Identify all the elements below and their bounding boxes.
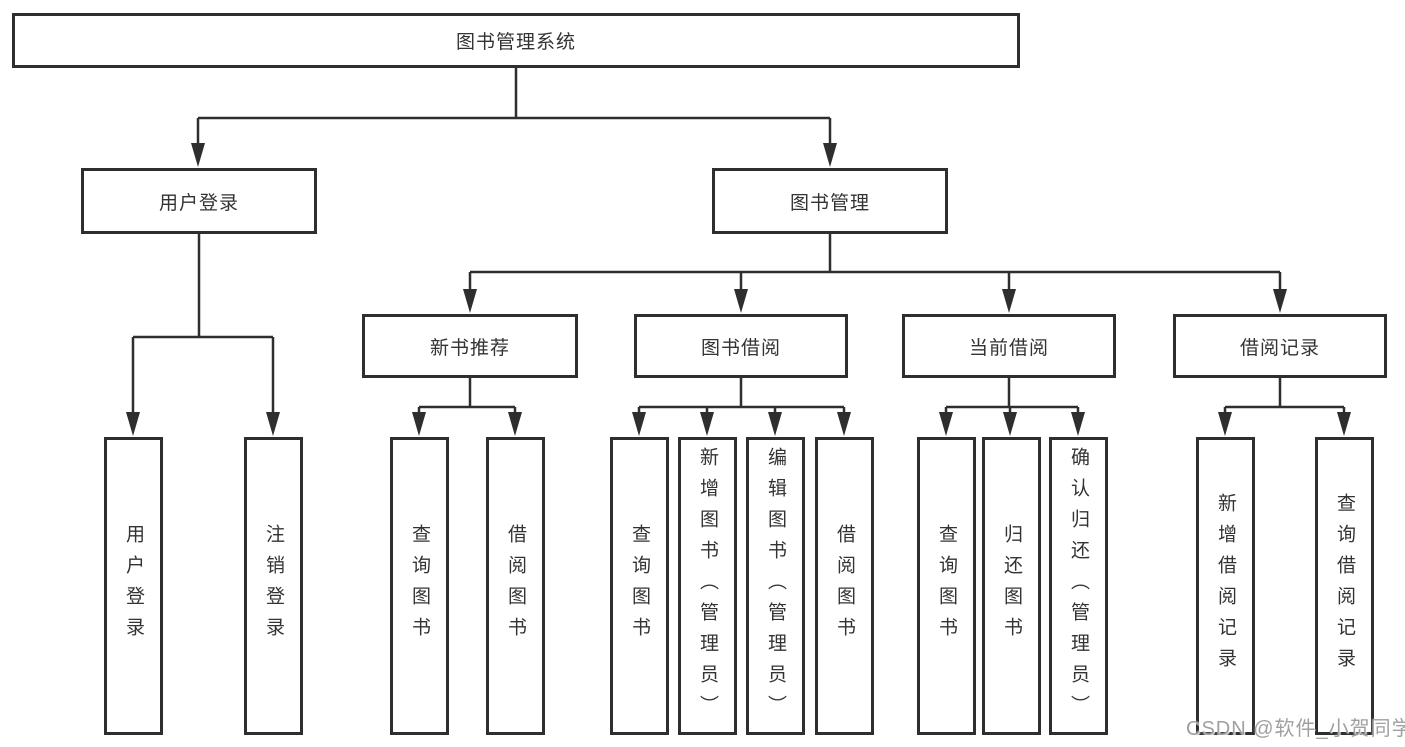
node-label: 图书借阅 [700, 337, 781, 359]
leaf-label: 编辑图书（管理员） [765, 446, 786, 726]
leaf-logout: 注销登录 [244, 437, 303, 735]
node-label: 用户登录 [158, 192, 239, 214]
node-user-login: 用户登录 [81, 168, 317, 234]
leaf-label: 新增图书（管理员） [697, 446, 718, 726]
leaf-label: 查询图书 [409, 524, 430, 648]
leaf-query-books-borrowing: 查询图书 [610, 437, 669, 735]
leaf-borrow-books: 借阅图书 [815, 437, 874, 735]
leaf-label: 新增借阅记录 [1215, 493, 1236, 679]
leaf-add-books-admin: 新增图书（管理员） [678, 437, 737, 735]
leaf-query-borrow-record: 查询借阅记录 [1315, 437, 1374, 735]
node-borrow-records: 借阅记录 [1173, 314, 1387, 378]
leaf-label: 注销登录 [263, 524, 284, 648]
node-book-borrowing: 图书借阅 [634, 314, 848, 378]
leaf-confirm-return-admin: 确认归还（管理员） [1049, 437, 1108, 735]
node-label: 当前借阅 [968, 337, 1049, 359]
node-label: 图书管理 [789, 192, 870, 214]
leaf-query-books-recommend: 查询图书 [390, 437, 449, 735]
leaf-return-books: 归还图书 [982, 437, 1041, 735]
leaf-label: 查询图书 [936, 524, 957, 648]
leaf-label: 查询借阅记录 [1334, 493, 1355, 679]
node-current-borrowing: 当前借阅 [902, 314, 1116, 378]
leaf-user-login: 用户登录 [104, 437, 163, 735]
watermark: CSDN @软件_小贺同学 [1186, 718, 1405, 740]
leaf-query-books-current: 查询图书 [917, 437, 976, 735]
node-new-book-recommend: 新书推荐 [362, 314, 578, 378]
leaf-label: 查询图书 [629, 524, 650, 648]
leaf-label: 借阅图书 [505, 524, 526, 648]
node-label: 借阅记录 [1239, 337, 1320, 359]
leaf-edit-books-admin: 编辑图书（管理员） [746, 437, 805, 735]
leaf-borrow-books-recommend: 借阅图书 [486, 437, 545, 735]
leaf-label: 用户登录 [123, 524, 144, 648]
leaf-label: 确认归还（管理员） [1068, 446, 1089, 726]
leaf-label: 借阅图书 [834, 524, 855, 648]
leaf-label: 归还图书 [1001, 524, 1022, 648]
node-label: 图书管理系统 [455, 32, 576, 53]
node-library-system: 图书管理系统 [12, 13, 1020, 68]
node-book-management: 图书管理 [712, 168, 948, 234]
leaf-add-borrow-record: 新增借阅记录 [1196, 437, 1255, 735]
node-label: 新书推荐 [429, 337, 510, 359]
